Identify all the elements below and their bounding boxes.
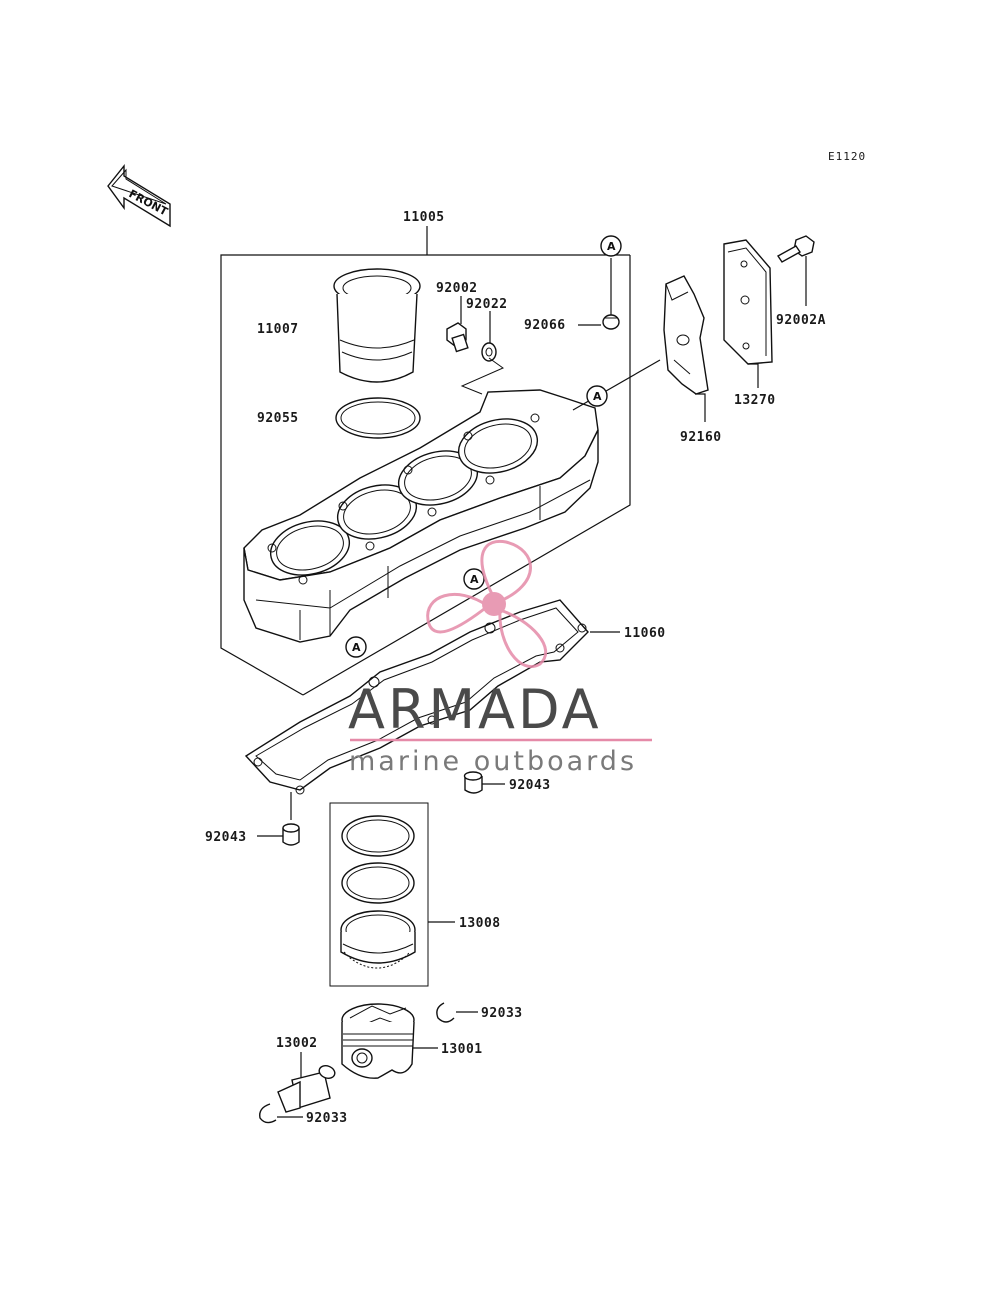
cylinder-kit-bracket bbox=[220, 226, 631, 696]
callout-a-left: A bbox=[345, 636, 367, 658]
svg-text:A: A bbox=[607, 240, 616, 253]
part-label-11005: 11005 bbox=[403, 210, 445, 225]
bracket-92160 bbox=[663, 275, 709, 395]
cylinder-sleeve bbox=[333, 268, 421, 383]
part-label-13008: 13008 bbox=[459, 916, 501, 931]
part-label-13002: 13002 bbox=[276, 1036, 318, 1051]
part-label-92022: 92022 bbox=[466, 297, 508, 312]
part-label-13270: 13270 bbox=[734, 393, 776, 408]
part-label-92002A: 92002A bbox=[776, 313, 826, 328]
piston-13001 bbox=[341, 1003, 415, 1079]
o-ring bbox=[335, 397, 421, 439]
part-label-92043-left: 92043 bbox=[205, 830, 247, 845]
dowel-92043-right bbox=[463, 771, 483, 794]
propeller-logo-icon bbox=[426, 539, 548, 668]
part-label-92066: 92066 bbox=[524, 318, 566, 333]
plug-92066 bbox=[602, 314, 620, 330]
bolt-92002 bbox=[446, 322, 469, 353]
part-label-11060: 11060 bbox=[624, 626, 666, 641]
part-label-13001: 13001 bbox=[441, 1042, 483, 1057]
bolt-92002a bbox=[776, 235, 815, 263]
washer-92022 bbox=[481, 342, 497, 362]
svg-text:A: A bbox=[470, 573, 479, 586]
watermark: ARMADA marine outboards bbox=[348, 539, 652, 777]
cylinder-block bbox=[243, 389, 599, 643]
circlip-92033-bottom bbox=[259, 1103, 277, 1124]
svg-text:A: A bbox=[352, 641, 361, 654]
diagram-code: E1120 bbox=[828, 150, 866, 163]
gasket-11060 bbox=[244, 599, 589, 795]
part-label-92160: 92160 bbox=[680, 430, 722, 445]
part-label-11007: 11007 bbox=[257, 322, 299, 337]
svg-text:A: A bbox=[593, 390, 602, 403]
circlip-92033-top bbox=[436, 1002, 455, 1023]
callout-a-top: A bbox=[600, 235, 622, 257]
watermark-title: ARMADA bbox=[348, 678, 602, 741]
plate-13270 bbox=[723, 239, 773, 365]
part-label-92002: 92002 bbox=[436, 281, 478, 296]
part-label-92043-right: 92043 bbox=[509, 778, 551, 793]
piston-ring-set bbox=[329, 802, 429, 987]
watermark-subtitle: marine outboards bbox=[349, 746, 637, 777]
piston-pin-13002 bbox=[277, 1065, 336, 1113]
callout-a-lower: A bbox=[463, 568, 485, 590]
part-label-92033-bottom: 92033 bbox=[306, 1111, 348, 1126]
front-arrow-icon: FRONT bbox=[107, 164, 171, 228]
dowel-92043-left bbox=[282, 823, 300, 846]
part-label-92033-top: 92033 bbox=[481, 1006, 523, 1021]
callout-a-mid: A bbox=[586, 385, 608, 407]
part-label-92055: 92055 bbox=[257, 411, 299, 426]
